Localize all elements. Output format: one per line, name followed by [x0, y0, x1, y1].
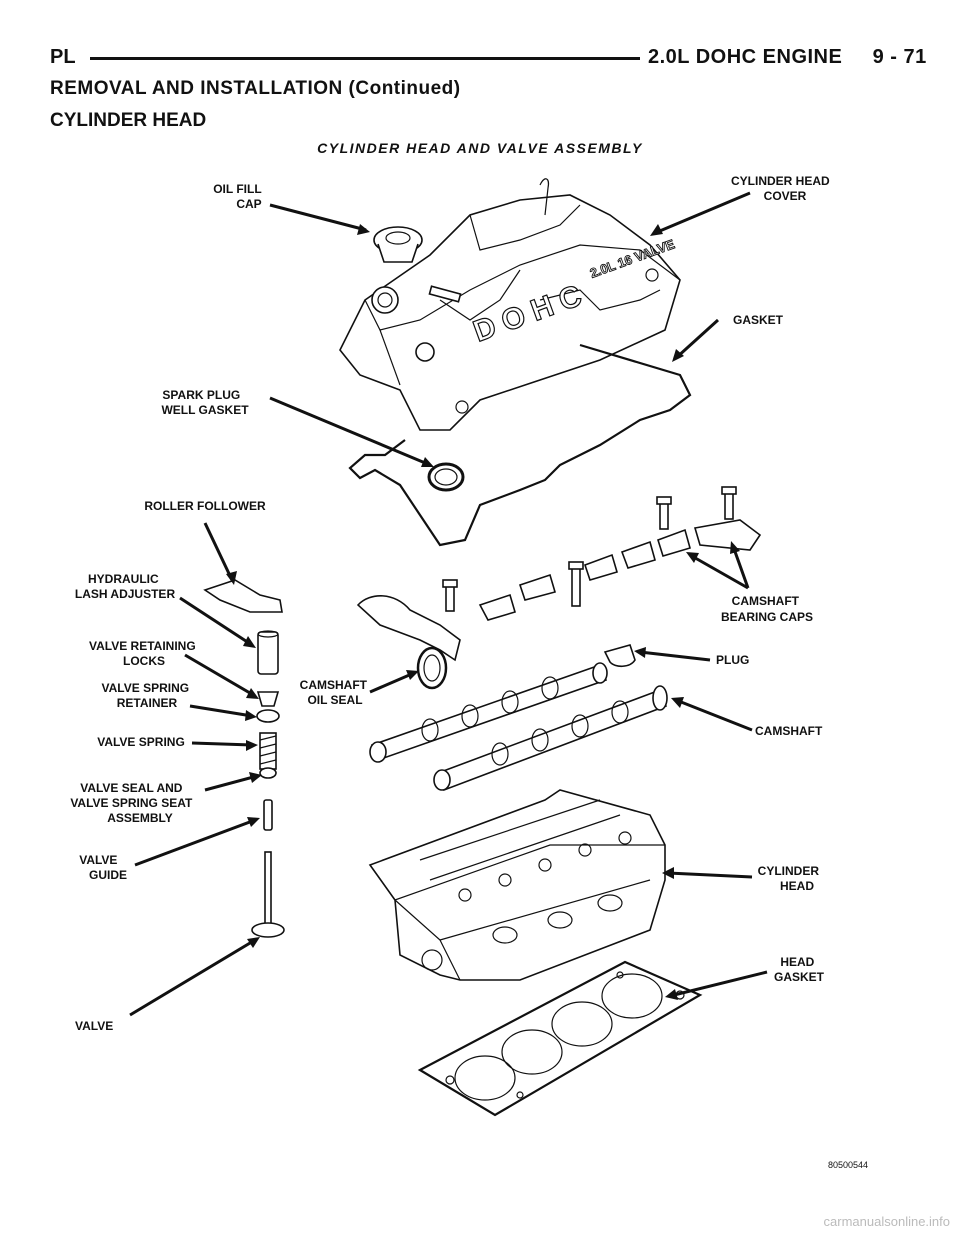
- head-gasket: [417, 960, 703, 1117]
- cover-gasket: [348, 343, 692, 547]
- label-cylinder-head-cover: CYLINDER HEAD COVER: [731, 174, 833, 203]
- label-valve-retaining-locks: VALVE RETAINING LOCKS: [89, 639, 199, 668]
- section-title: REMOVAL AND INSTALLATION (Continued): [50, 78, 461, 99]
- label-valve-seal-and-seat: VALVE SEAL AND VALVE SPRING SEAT ASSEMBL…: [70, 781, 195, 825]
- cylinder-head: [368, 789, 666, 981]
- oil-fill-cap: [373, 226, 423, 263]
- camshafts: [369, 662, 668, 792]
- label-camshaft: CAMSHAFT: [755, 724, 823, 738]
- header-rule: [90, 57, 640, 60]
- label-camshaft-oil-seal: CAMSHAFT OIL SEAL: [300, 678, 371, 707]
- label-valve: VALVE: [75, 1019, 113, 1033]
- camshaft-plug: [603, 644, 636, 668]
- valve-train-parts: [203, 579, 285, 938]
- label-hydraulic-lash-adjuster: HYDRAULIC LASH ADJUSTER: [75, 572, 176, 601]
- label-valve-spring: VALVE SPRING: [97, 735, 185, 749]
- subsection-title: CYLINDER HEAD: [50, 110, 207, 131]
- label-roller-follower: ROLLER FOLLOWER: [144, 499, 266, 513]
- label-gasket: GASKET: [733, 313, 784, 327]
- page-header-left: PL: [50, 46, 76, 68]
- label-head-gasket: HEAD GASKET: [774, 955, 825, 984]
- spark-plug-well-gasket: [427, 462, 465, 492]
- label-valve-guide: VALVE GUIDE: [79, 853, 127, 882]
- camshaft-bearing-caps: [356, 486, 762, 662]
- figure-code: 80500544: [828, 1160, 868, 1170]
- label-plug: PLUG: [716, 653, 749, 667]
- figure-title: CYLINDER HEAD AND VALVE ASSEMBLY: [317, 140, 643, 156]
- page-header-right: 2.0L DOHC ENGINE 9 - 71: [648, 46, 927, 68]
- label-valve-spring-retainer: VALVE SPRING RETAINER: [102, 681, 193, 710]
- cylinder-head-cover: DOHC 2.0L 16 VALVE: [339, 178, 681, 431]
- label-spark-plug-well-gasket: SPARK PLUG WELL GASKET: [161, 388, 249, 417]
- label-oil-fill-cap: OIL FILL CAP: [213, 182, 265, 211]
- camshaft-oil-seal: [416, 646, 448, 690]
- footer-watermark: carmanualsonline.info: [823, 1214, 950, 1229]
- label-cylinder-head: CYLINDER HEAD: [758, 864, 823, 893]
- label-camshaft-bearing-caps: CAMSHAFT BEARING CAPS: [721, 594, 813, 624]
- leader-lines: [129, 191, 768, 1017]
